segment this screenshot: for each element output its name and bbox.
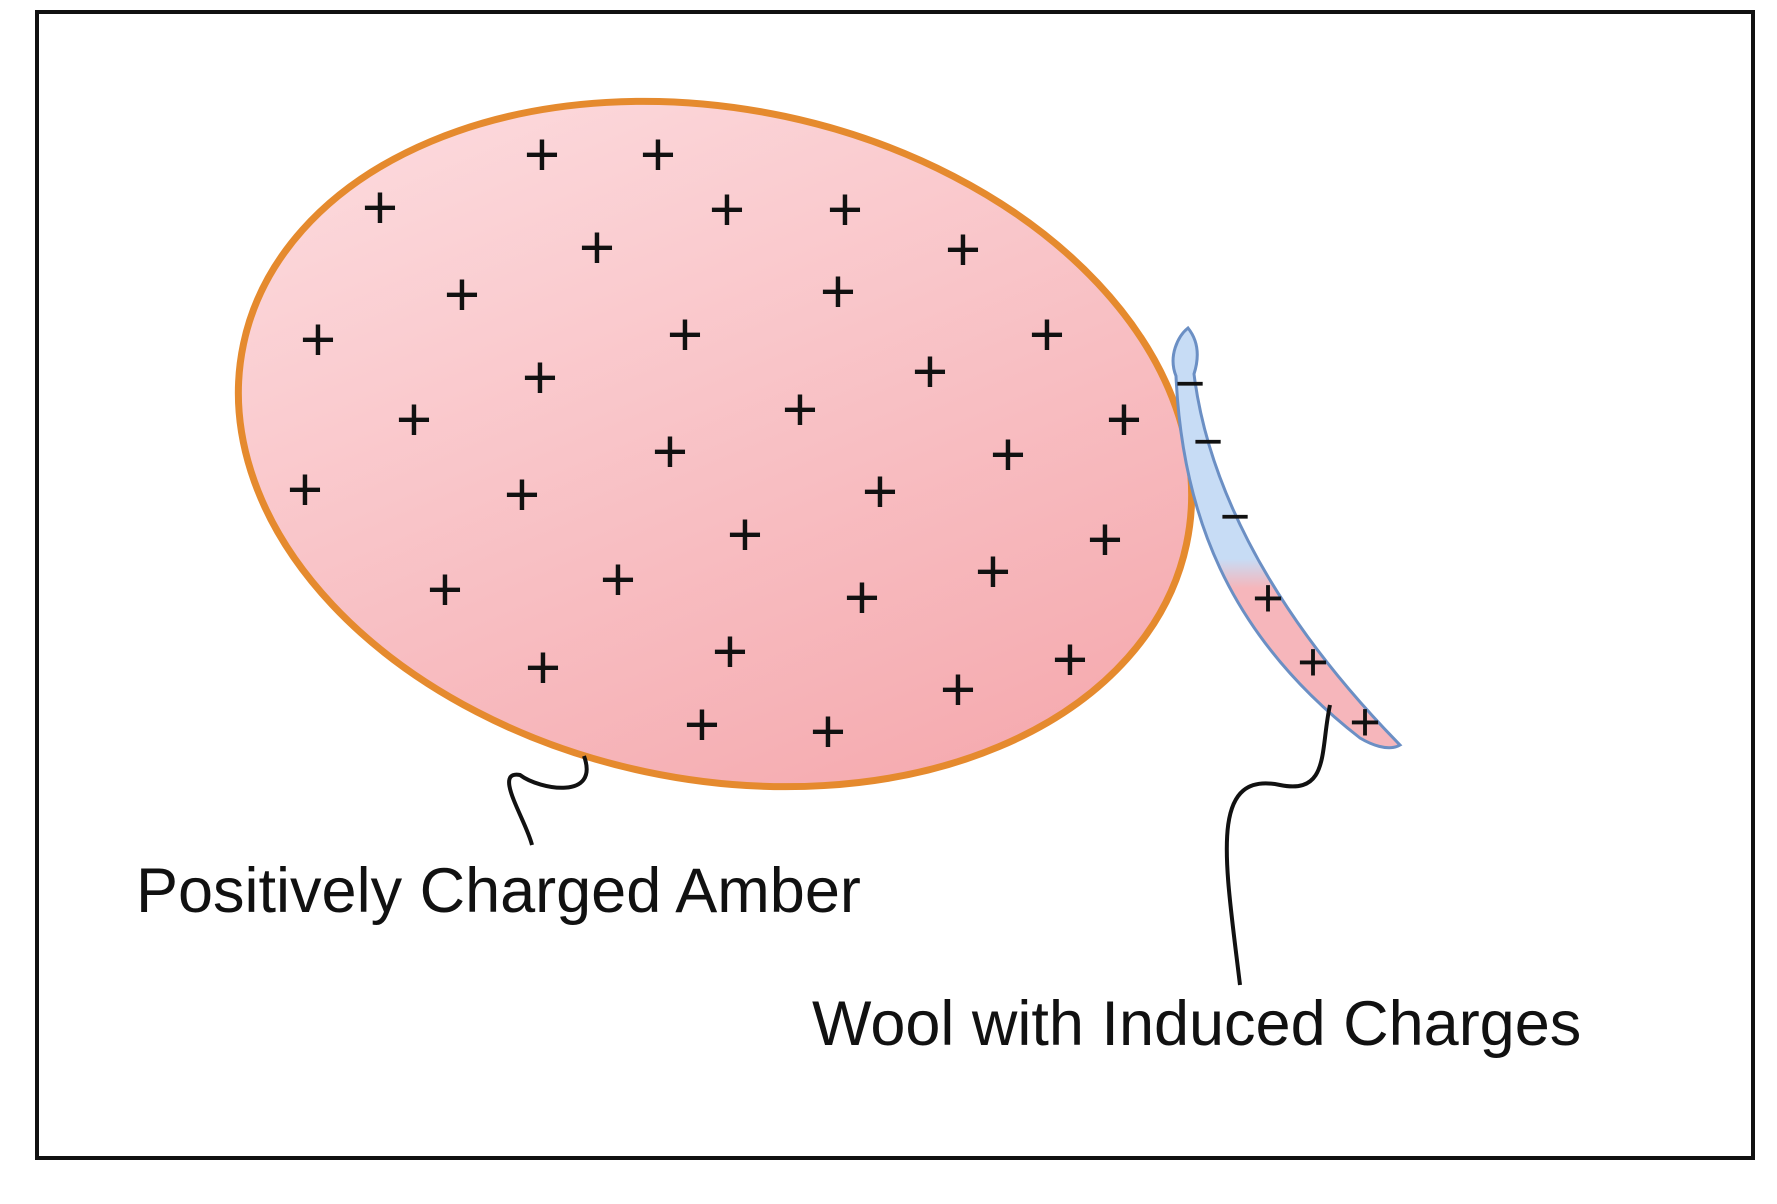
positive-charge-10: + <box>300 306 336 375</box>
wool-leader-line <box>1224 704 1332 986</box>
wool-positive-charge-3: + <box>1349 692 1381 752</box>
negative-charge-1: − <box>1175 355 1205 413</box>
positive-charge-32: + <box>684 691 720 760</box>
wool-induced-charges: −−−+++ <box>1175 355 1381 752</box>
positive-charge-16: + <box>782 376 818 445</box>
positive-charge-34: + <box>940 656 976 725</box>
positive-charge-5: + <box>827 176 863 245</box>
positive-charge-18: + <box>652 418 688 487</box>
positive-charge-26: + <box>600 546 636 615</box>
positive-charge-33: + <box>810 698 846 767</box>
negative-charge-3: − <box>1220 488 1250 546</box>
positive-charge-29: + <box>525 634 561 703</box>
amber-label: Positively Charged Amber <box>136 856 861 926</box>
positive-charge-6: + <box>579 214 615 283</box>
positive-charge-30: + <box>712 618 748 687</box>
positive-charge-14: + <box>912 338 948 407</box>
positive-charge-22: + <box>862 458 898 527</box>
negative-charge-2: − <box>1193 413 1223 471</box>
positive-charge-11: + <box>667 301 703 370</box>
positive-charge-9: + <box>820 258 856 327</box>
positive-charge-13: + <box>522 344 558 413</box>
amber-leader-line <box>507 755 589 846</box>
positive-charge-24: + <box>1087 506 1123 575</box>
positive-charge-20: + <box>287 456 323 525</box>
positive-charge-25: + <box>427 556 463 625</box>
wool-positive-charge-2: + <box>1297 632 1329 692</box>
positive-charge-31: + <box>1052 626 1088 695</box>
wool-positive-charge-1: + <box>1252 568 1284 628</box>
positive-charge-12: + <box>1029 301 1065 370</box>
positive-charge-4: + <box>709 176 745 245</box>
positive-charge-1: + <box>524 121 560 190</box>
amber-body <box>234 97 1196 791</box>
wool-strand <box>1171 325 1403 750</box>
positive-charge-2: + <box>640 121 676 190</box>
positive-charge-8: + <box>444 261 480 330</box>
wool-label: Wool with Induced Charges <box>812 989 1582 1059</box>
positive-charge-19: + <box>990 421 1026 490</box>
positive-charge-28: + <box>844 564 880 633</box>
positive-charge-7: + <box>945 216 981 285</box>
positive-charge-17: + <box>1106 386 1142 455</box>
positive-charge-15: + <box>396 386 432 455</box>
amber-positive-charges: ++++++++++++++++++++++++++++++++++ <box>287 121 1142 767</box>
positive-charge-3: + <box>362 174 398 243</box>
positive-charge-21: + <box>504 461 540 530</box>
positive-charge-23: + <box>727 501 763 570</box>
positive-charge-27: + <box>975 538 1011 607</box>
